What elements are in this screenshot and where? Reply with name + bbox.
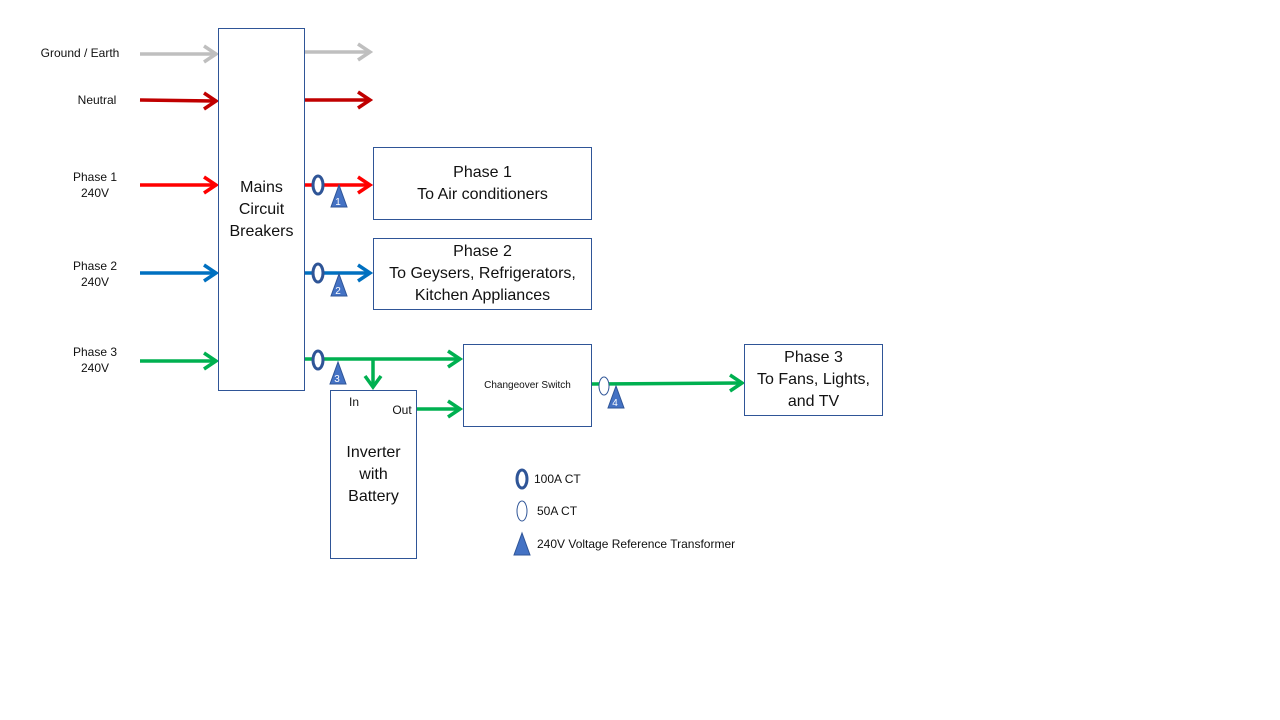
vrt-number-1: 1: [335, 197, 341, 208]
ct-50a-load-icon: [598, 376, 610, 396]
inverter-out-label: Out: [392, 403, 412, 417]
legend-ct-50a-label: 50A CT: [537, 504, 578, 518]
vrt-1-icon: [330, 183, 348, 208]
ct-100a-markers: [311, 174, 529, 490]
legend-ct-50a-icon: [516, 500, 528, 522]
ground-wires: [140, 42, 374, 64]
neutral-label: Neutral: [77, 93, 117, 107]
legend-ct-100a-label: 100A CT: [534, 472, 581, 486]
neutral-wires: [139, 90, 374, 111]
phase2-wires: [140, 263, 374, 283]
ground-label: Ground / Earth: [40, 46, 120, 60]
vrt-number-2: 2: [335, 286, 341, 297]
legend-ct-100a-icon: [515, 468, 529, 490]
vrt-number-3: 3: [334, 374, 340, 385]
ct-100a-phase2-icon: [311, 262, 325, 284]
vrt-markers: [329, 183, 625, 556]
ct-50a-markers: [516, 376, 610, 522]
phase3-wires: [140, 349, 746, 419]
vrt-3-icon: [329, 360, 347, 385]
legend-vrt-icon: [513, 531, 531, 556]
legend-vrt-label: 240V Voltage Reference Transformer: [537, 537, 736, 551]
vrt-numbers: 1 2 3 4: [334, 197, 618, 409]
vrt-4-icon: [607, 384, 625, 409]
vrt-number-4: 4: [612, 398, 618, 409]
changeover-switch-box: Changeover Switch: [463, 344, 592, 427]
ct-100a-phase3-icon: [311, 349, 325, 371]
vrt-2-icon: [330, 272, 348, 297]
inverter-in-label: In: [348, 395, 359, 409]
ct-100a-phase1-icon: [311, 174, 325, 196]
